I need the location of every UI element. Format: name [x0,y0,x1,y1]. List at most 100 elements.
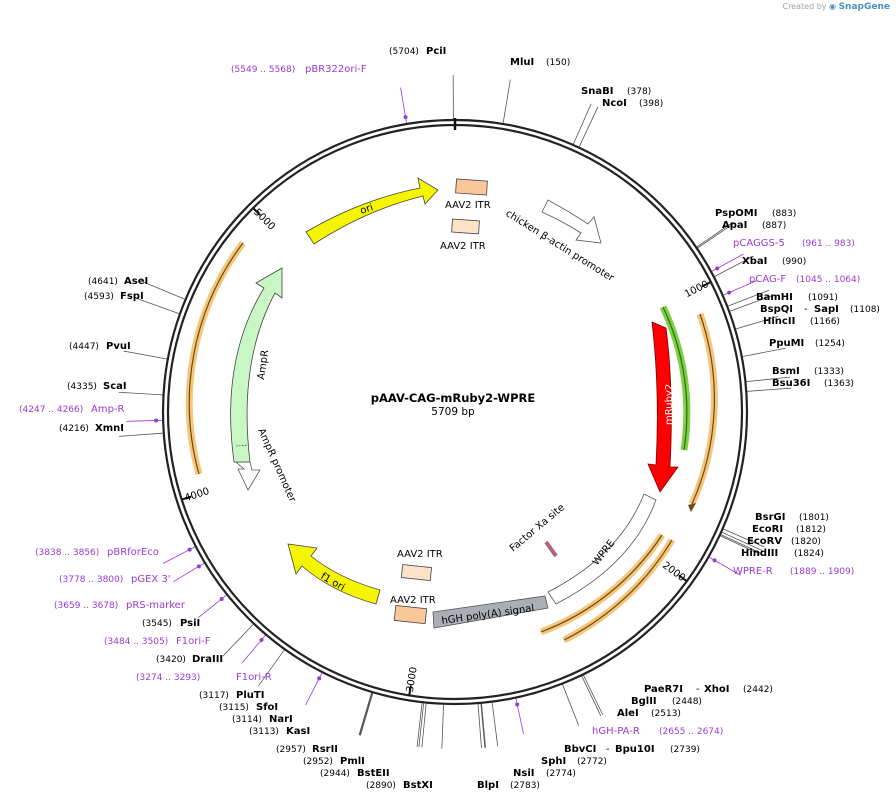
enzyme-fspi[interactable]: FspI [120,291,144,302]
enzyme-labels: (5704) PciI MluI (150) SnaBI (378) NcoI … [59,46,880,791]
primer-range-wpre: (1889 .. 1909) [790,567,854,577]
enzyme-hindiii[interactable]: HindIII [741,548,778,559]
enzyme-pos-alei: (2513) [651,709,681,719]
primer-hgh-pa-r[interactable]: hGH-PA-R [592,726,640,737]
primer-f1ori-f[interactable]: F1ori-F [176,636,211,647]
enzyme-pos-xbai: (990) [782,257,806,267]
enzyme-bsrgi[interactable]: BsrGI [755,512,785,523]
enzyme-bbvci[interactable]: BbvCI [564,744,596,755]
primer-pcaggs-5[interactable]: pCAGGS-5 [733,238,785,249]
enzyme-sapi[interactable]: SapI [814,304,839,315]
enzyme-scai[interactable]: ScaI [103,381,127,392]
enzyme-leader-line [735,316,779,330]
enzyme-sphi[interactable]: SphI [541,756,566,767]
enzyme-leader-line [578,106,599,147]
enzyme-snabi[interactable]: SnaBI [581,86,613,97]
enzyme-pos-pmli: (2952) [303,757,333,767]
enzyme-leader-line [418,703,425,748]
enzyme-pos-bglii: (2448) [672,697,702,707]
enzyme-pos-pcii: (5704) [389,47,419,57]
primer-f1ori-r[interactable]: F1ori-R [236,672,272,683]
enzyme-pos-blpi: (2783) [510,781,540,791]
tick-mark [181,495,192,501]
enzyme-pos-asei: (4641) [88,277,118,287]
enzyme-pos-pspomi: (883) [772,209,796,219]
enzyme-pcii[interactable]: PciI [426,46,446,57]
enzyme-bstxi[interactable]: BstXI [403,780,433,791]
enzyme-mlui[interactable]: MluI [510,57,534,68]
enzyme-psii[interactable]: PsiI [180,618,200,629]
enzyme-bsu36i[interactable]: Bsu36I [772,378,810,389]
enzyme-bsteii[interactable]: BstEII [357,768,390,779]
feature-hgh-polya[interactable] [432,595,549,629]
enzyme-bglii[interactable]: BglII [631,696,657,707]
enzyme-kasi[interactable]: KasI [286,726,310,737]
enzyme-leader-line [723,528,765,548]
enzyme-nsii[interactable]: NsiI [513,768,534,779]
feature-wpre-arrow[interactable] [547,493,657,605]
plasmid-name: pAAV-CAG-mRuby2-WPRE [371,391,536,405]
enzyme-alei[interactable]: AleI [617,708,639,719]
primer-amp-r[interactable]: Amp-R [91,404,125,415]
enzyme-ncoi[interactable]: NcoI [602,98,627,109]
enzyme-apai[interactable]: ApaI [722,220,747,231]
primer-wpre-r[interactable]: WPRE-R [733,566,773,577]
feature-mruby2-label: mRuby2 [664,384,675,425]
enzyme-leader-line [746,376,791,383]
enzyme-ecorv[interactable]: EcoRV [747,536,782,547]
enzyme-hincii[interactable]: HincII [763,316,795,327]
enzyme-bsmi[interactable]: BsmI [772,366,800,377]
enzyme-xhoi[interactable]: XhoI [704,684,729,695]
feature-chicken-promoter-arrow[interactable] [541,199,602,244]
feature-itr-2[interactable] [451,218,480,235]
enzyme-paer7i[interactable]: PaeR7I [644,684,683,695]
enzyme-ecori[interactable]: EcoRI [752,524,783,535]
backbone [161,118,749,706]
enzyme-pspomi[interactable]: PspOMI [715,208,757,219]
enzyme-leader-line [143,281,185,300]
enzyme-bspqi[interactable]: BspQI [760,304,793,315]
enzyme-sfoi[interactable]: SfoI [256,702,278,713]
enzyme-asei[interactable]: AseI [124,276,148,287]
enzyme-leader-line [481,703,486,748]
feature-mruby2-arrow[interactable] [647,321,679,493]
feature-ori-label: ori [359,202,375,216]
primer-pcag-f[interactable]: pCAG-F [749,274,786,285]
primer-pbr322ori-f[interactable]: pBR322ori-F [305,64,367,75]
enzyme-pos-psii: (3545) [142,619,172,629]
enzyme-pos-bsrgi: (1801) [799,513,829,523]
enzyme-separator: - [696,684,700,695]
feature-itr-4[interactable] [393,605,428,625]
primer-pbrforeco[interactable]: pBRforEco [107,547,159,558]
feature-factor-xa-mark[interactable] [544,540,558,558]
feature-ampr-label: AmpR [256,349,271,380]
snapgene-logo-icon: ◉ [829,2,837,11]
feature-ori-arrow[interactable] [305,177,439,245]
enzyme-blpi[interactable]: BlpI [477,780,499,791]
enzyme-bpu10i[interactable]: Bpu10I [615,744,655,755]
enzyme-leader-line [697,222,735,249]
enzyme-leader-line [118,432,163,437]
enzyme-pmli[interactable]: PmlI [340,756,365,767]
enzyme-pluti[interactable]: PluTI [236,690,264,701]
feature-itr-3[interactable] [400,564,432,581]
enzyme-xbai[interactable]: XbaI [742,256,767,267]
enzyme-pos-xmni: (4216) [59,424,89,434]
feature-ampr-arrow[interactable] [230,267,283,463]
enzyme-ppumi[interactable]: PpuMI [769,338,804,349]
enzyme-leader-line [742,347,786,357]
primer-prs-marker[interactable]: pRS-marker [126,600,186,611]
feature-ampr-promoter-arrow[interactable] [234,461,261,491]
feature-itr-1-label: AAV2 ITR [445,200,491,211]
primer-site-mark [727,290,732,295]
enzyme-pvui[interactable]: PvuI [106,341,131,352]
feature-f1ori-arrow[interactable] [287,543,381,605]
primer-site-mark [259,637,264,642]
enzyme-nari[interactable]: NarI [269,714,293,725]
feature-itr-1[interactable] [455,178,488,196]
enzyme-rsrii[interactable]: RsrII [312,744,338,755]
primer-pgex-3[interactable]: pGEX 3' [131,574,171,585]
enzyme-xmni[interactable]: XmnI [95,423,124,434]
enzyme-draiii[interactable]: DraIII [192,654,223,665]
enzyme-bamhi[interactable]: BamHI [756,292,793,303]
